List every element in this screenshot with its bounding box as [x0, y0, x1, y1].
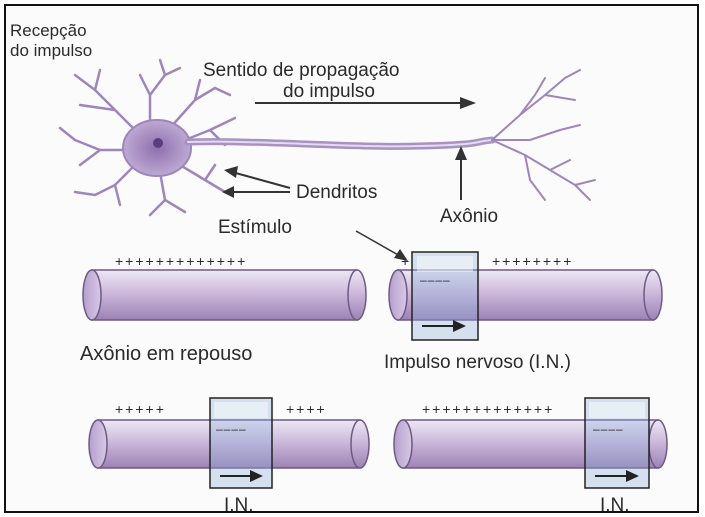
stim-box-charges: ––––	[420, 273, 451, 287]
mid-left-charges: +++++	[115, 401, 166, 417]
propagation-label-line1: Sentido de propagação	[203, 60, 400, 81]
propagation-arrow	[255, 97, 476, 109]
stim-right-charges: ++++++++	[492, 253, 573, 269]
mid-box-charges: ––––	[216, 422, 247, 436]
stimulus-label: Estímulo	[218, 217, 292, 238]
in-label-1: I.N.	[224, 495, 254, 516]
cell-body	[122, 119, 192, 177]
neuron	[58, 58, 596, 217]
dendrites	[58, 58, 237, 217]
reception-label-line2: do impulso	[10, 41, 92, 60]
impulse-cylinder	[388, 269, 663, 321]
impulse-end-window	[584, 397, 650, 489]
in-label-2: I.N.	[600, 495, 630, 516]
nucleus	[153, 138, 163, 148]
axon-label: Axônio	[440, 206, 498, 227]
axon-rest-cylinder	[82, 269, 367, 321]
impulse-mid-cylinder	[88, 419, 370, 469]
impulse-end-cylinder	[393, 419, 668, 469]
nerve-impulse-label: Impulso nervoso (I.N.)	[384, 352, 571, 373]
axon-rest-label: Axônio em repouso	[80, 343, 252, 365]
dendrite-arrows	[222, 166, 291, 198]
axon-arrow	[455, 146, 467, 200]
impulse-window	[411, 251, 479, 341]
dendrites-label: Dendritos	[296, 182, 377, 203]
rest-charges: +++++++++++++	[115, 253, 247, 269]
mid-right-charges: ++++	[286, 401, 327, 417]
end-box-charges: ––––	[593, 422, 624, 436]
axon-terminals	[491, 69, 596, 201]
impulse-mid-window	[209, 397, 273, 489]
stimulus-arrow	[355, 230, 408, 261]
propagation-label-line2: do impulso	[283, 81, 375, 102]
reception-label-line1: Recepção	[10, 21, 87, 40]
end-left-charges: +++++++++++++	[422, 401, 554, 417]
stim-left-charge: +	[401, 253, 409, 269]
